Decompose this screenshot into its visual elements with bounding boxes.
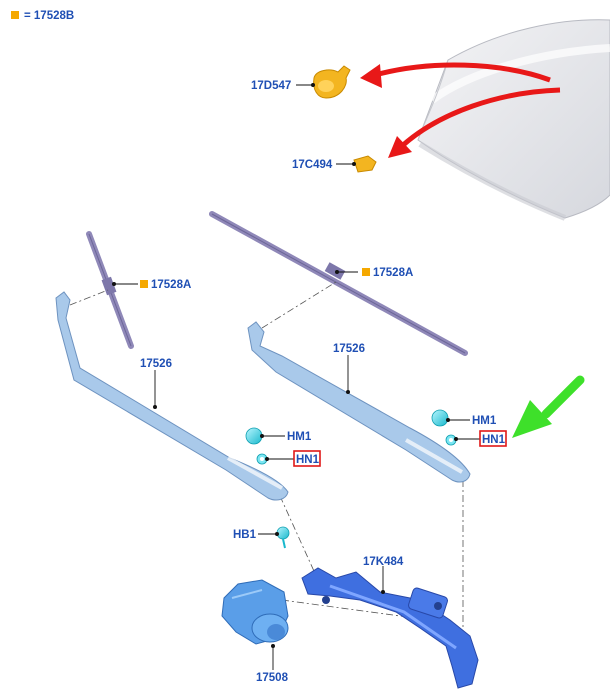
- square-marker-left: [140, 280, 148, 288]
- washer-jet-image: [313, 65, 351, 99]
- wiper-arm-left-image: [55, 291, 289, 501]
- callout-hm1-left: HM1: [287, 431, 312, 443]
- callout-17508: 17508: [256, 672, 289, 684]
- motor-image: [221, 579, 289, 645]
- windshield-image: [417, 19, 610, 221]
- callout-17528a-left: 17528A: [151, 279, 191, 291]
- callout-17d547: 17D547: [251, 80, 291, 92]
- legend-marker: [11, 11, 19, 19]
- square-marker-right: [362, 268, 370, 276]
- callout-17526-right: 17526: [333, 343, 365, 355]
- nut-cap-left-image: [245, 427, 268, 465]
- callout-hb1: HB1: [233, 529, 257, 541]
- hn1-left-highlight: [293, 450, 321, 467]
- callout-17526-left: 17526: [140, 358, 172, 370]
- linkage-image: [301, 567, 479, 689]
- callout-17528a-right: 17528A: [373, 267, 413, 279]
- callout-17k484: 17K484: [363, 556, 404, 568]
- legend-text: = 17528B: [24, 10, 74, 22]
- red-arrow-icon: [360, 62, 561, 158]
- green-arrow-icon: [512, 375, 585, 438]
- wiper-blade-left-image: [86, 231, 134, 349]
- callout-hm1-right: HM1: [472, 415, 497, 427]
- washer-jet-small-image: [353, 155, 377, 173]
- callout-17c494: 17C494: [292, 159, 333, 171]
- wiper-blade-right-image: [209, 211, 468, 356]
- callout-hn1-right: HN1: [482, 434, 506, 446]
- bolt-hb1-image: [276, 526, 290, 549]
- callout-hn1-left: HN1: [296, 454, 320, 466]
- legend: = 17528B: [11, 10, 74, 22]
- hn1-right-highlight: [479, 430, 507, 447]
- wiper-arm-right-image: [247, 321, 471, 483]
- nut-cap-right-image: [431, 409, 457, 446]
